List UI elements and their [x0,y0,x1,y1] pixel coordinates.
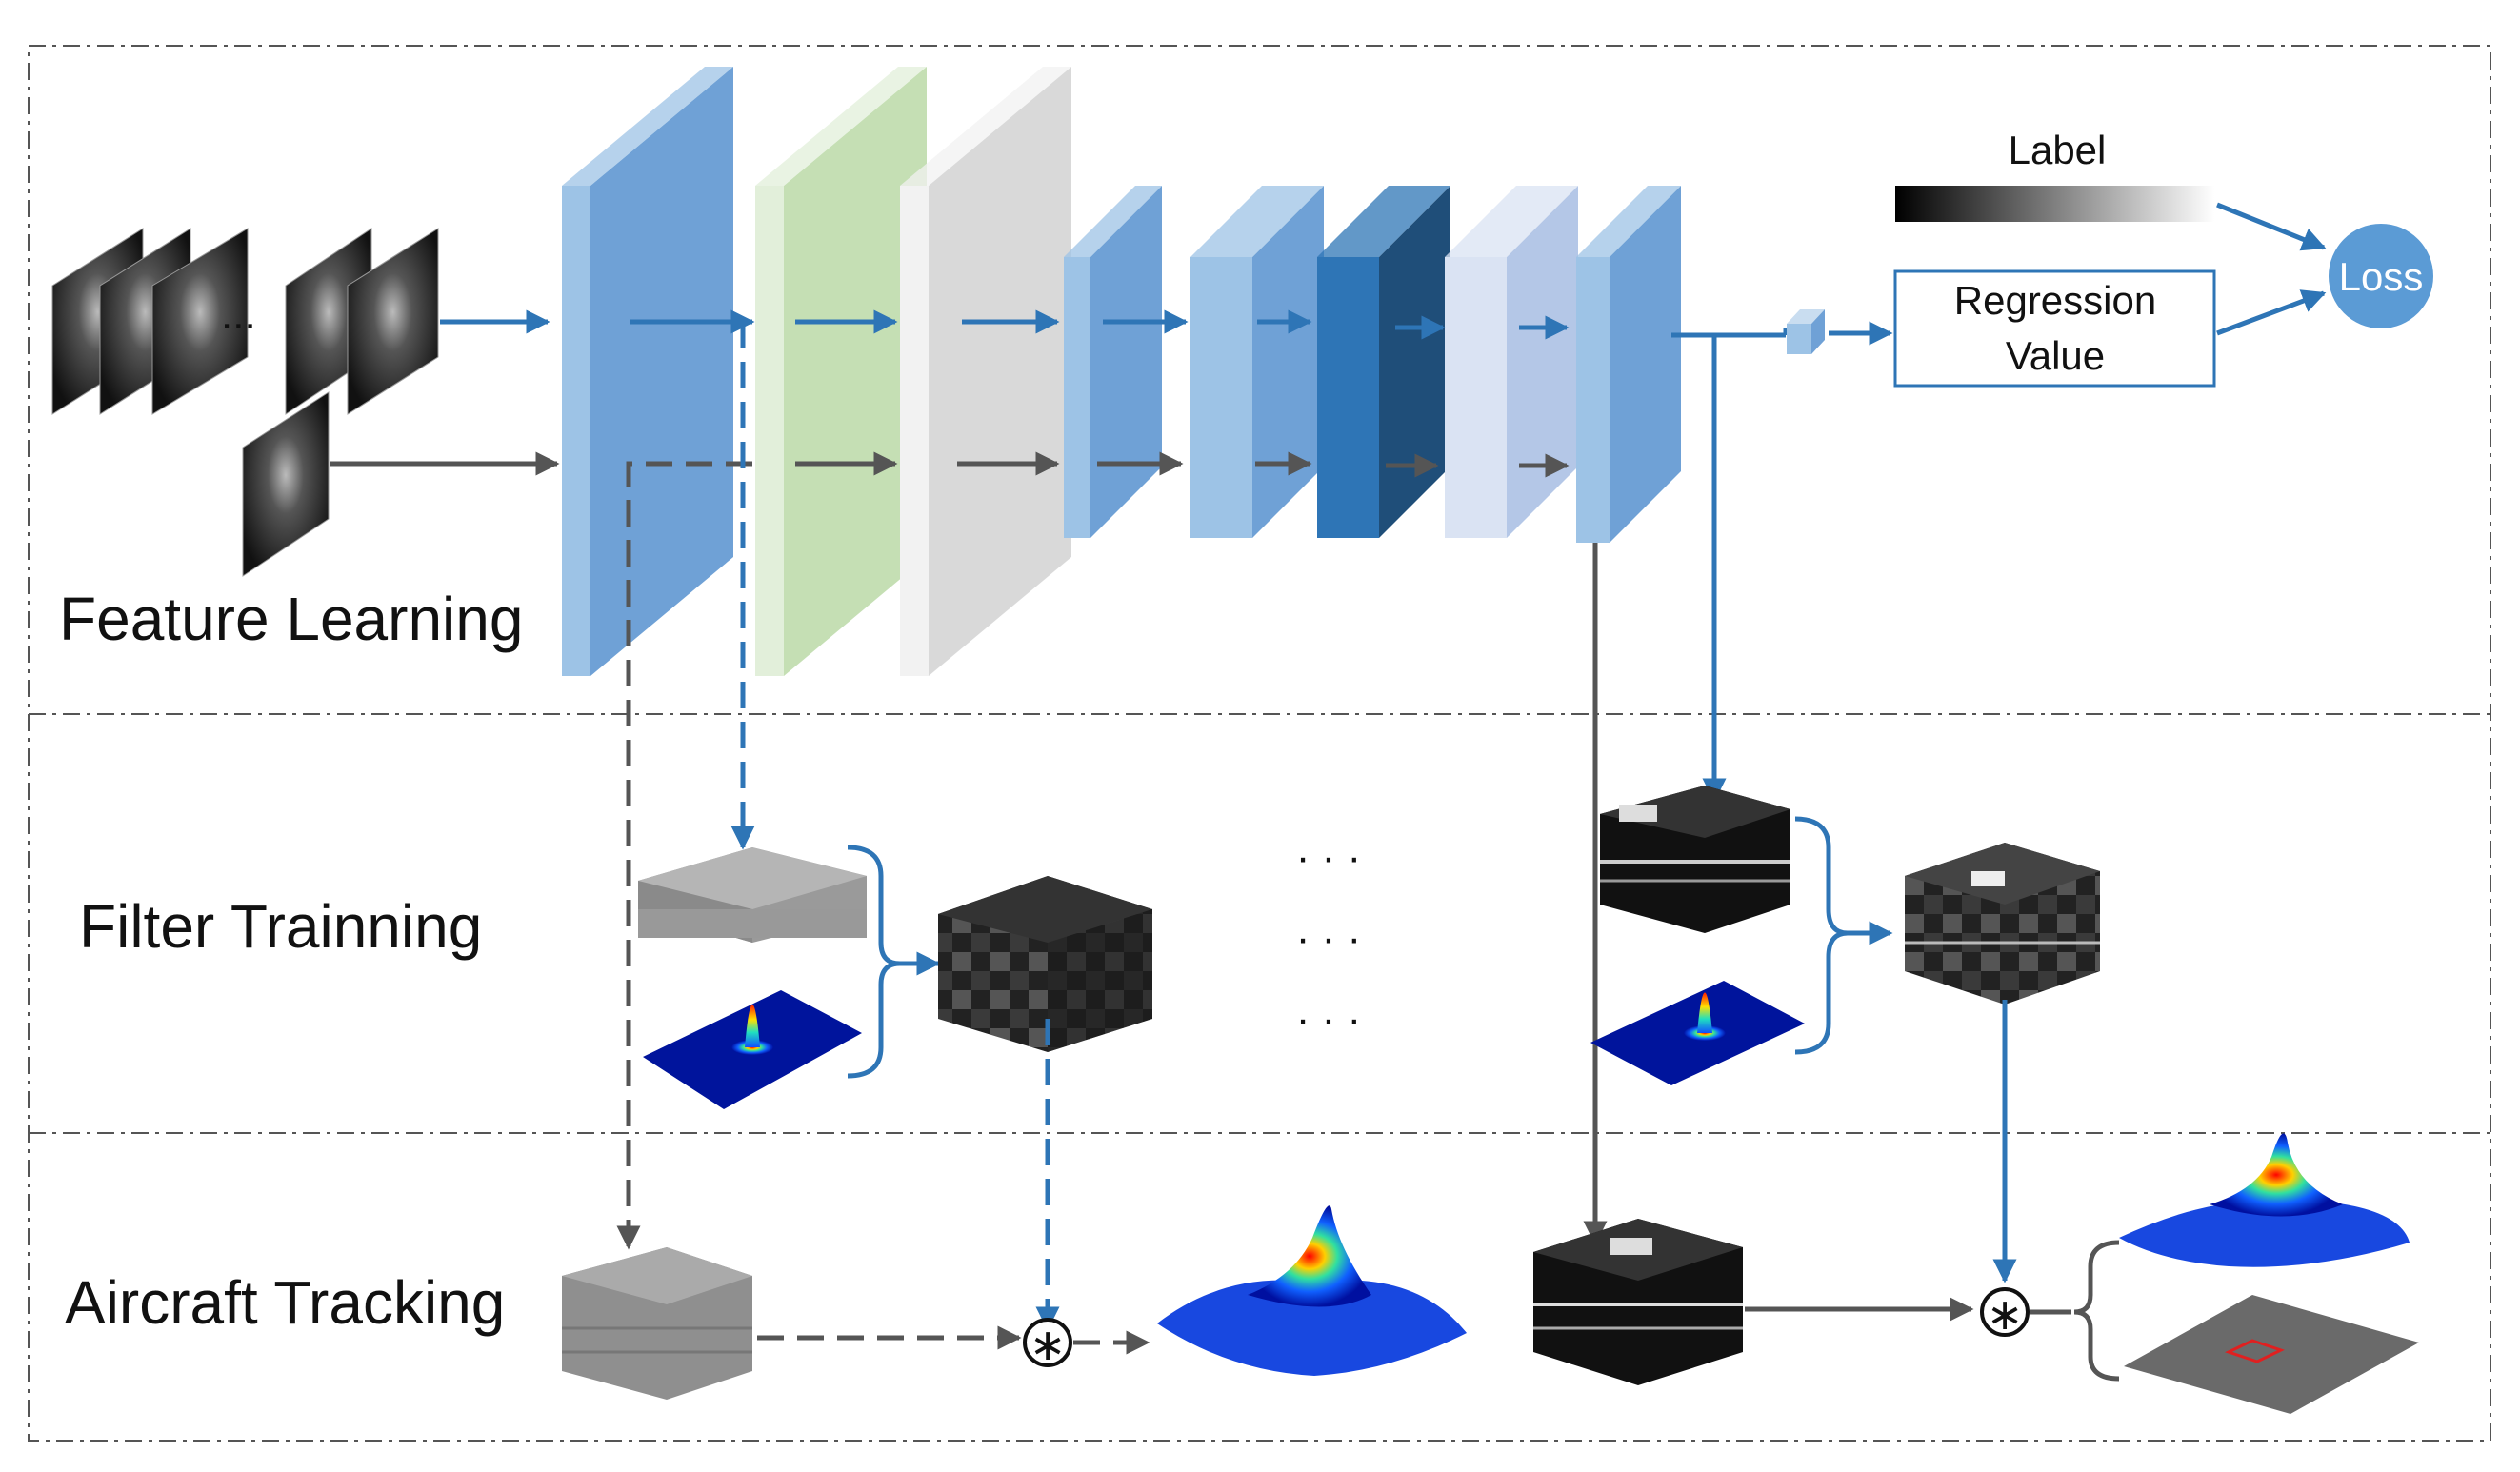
search-feature-stack-right [1533,1219,1743,1385]
sequence-ellipsis: ... [221,291,256,338]
response-map-right [2119,1133,2410,1267]
conv1-layer [562,67,733,676]
conv3-layer [1190,186,1324,538]
search-feature-stack-left [562,1247,752,1400]
conv6-layer-top [1576,186,1681,257]
regression-to-loss-arrow [2216,289,2327,336]
conv4-layer [1317,186,1450,538]
pool1-layer-front [900,186,929,676]
conv6-layer-side [1610,186,1681,543]
input-sequence-group-1 [51,228,249,415]
loss-node [2329,224,2433,328]
template-feature-stack-right [1600,786,1790,933]
conv6-layer [1576,186,1681,543]
convolution-operator-right [1980,1287,2030,1337]
learned-filter-left [938,876,1152,1052]
pool1-layer [900,67,1071,676]
conv4-layer-side [1379,186,1450,538]
target-box [2225,1339,2285,1363]
conv1-layer-front [562,186,590,676]
feature-learning-title: Feature Learning [59,585,523,653]
ellipsis-row1: · · · [1296,834,1361,881]
gaussian-label-left [643,990,862,1109]
regression-value-box [1893,269,2216,388]
regression-label-line1: Regression [1954,278,2156,323]
regression-label-line2: Value [2006,333,2105,378]
conv2-layer [1064,186,1162,538]
conv5-layer-front [1445,257,1507,538]
search-frame [242,391,330,577]
aircraft-tracking-title: Aircraft Tracking [65,1268,505,1337]
conv1-layer-top [562,67,733,186]
first-layer-search-path [616,461,752,1250]
norm1-layer [755,67,927,676]
network-layers [562,67,1681,676]
label-gradient-bar [1895,186,2214,222]
learned-filter-right [1905,843,2100,1005]
norm1-layer-front [755,186,784,676]
pool1-layer-side [929,67,1071,676]
label-title: Label [2009,128,2107,172]
network-flow-arrows [630,309,1570,478]
gaussian-label-right [1590,981,1805,1085]
conv3-layer-front [1190,257,1252,538]
pool1-layer-top [900,67,1071,186]
output-bracket [2073,1240,2120,1382]
conv3-layer-top [1190,186,1324,257]
template-feature-stack [638,847,867,943]
regression-cube [1787,309,1825,354]
conv5-layer [1445,186,1578,538]
conv6-layer-front [1576,257,1610,543]
ellipsis-row2: · · · [1296,915,1361,962]
conv2-layer-top [1064,186,1162,257]
conv4-layer-front [1317,257,1379,538]
operator-symbol-left: ∗ [1030,1320,1067,1369]
conv5-layer-top [1445,186,1578,257]
outer-frame [28,45,2491,1442]
loss-label: Loss [2339,254,2424,299]
input-sequence-group-2 [285,228,439,415]
conv3-layer-side [1252,186,1324,538]
conv4-layer-top [1317,186,1450,257]
operator-symbol-right: ∗ [1987,1289,2024,1339]
conv2-layer-side [1090,186,1162,538]
ellipsis-row3: · · · [1296,996,1361,1043]
conv5-layer-side [1507,186,1578,538]
convolution-operator-left [1023,1318,1072,1367]
response-map-left [1157,1205,1467,1376]
norm1-layer-side [784,67,927,676]
label-to-loss-arrow [2216,202,2327,251]
conv2-layer-front [1064,257,1090,538]
norm1-layer-top [755,67,927,186]
bracket-right [1794,816,1849,1055]
filter-training-title: Filter Trainning [79,892,482,961]
tracking-result-frame [2124,1295,2419,1414]
